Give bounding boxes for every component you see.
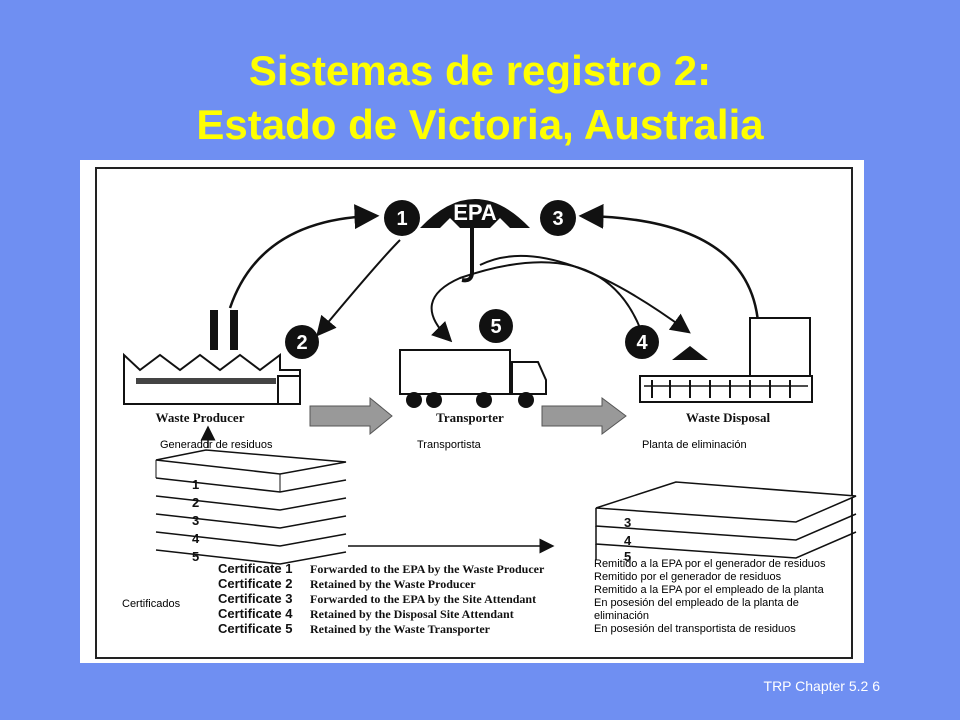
flow-arrow-producer-transporter	[309, 396, 393, 436]
stage-label-es-producer: Generador de residuos	[160, 439, 273, 451]
certificate-4-desc: Retained by the Disposal Site Attendant	[310, 607, 514, 621]
svg-text:2: 2	[192, 495, 199, 510]
diagram-frame	[95, 167, 853, 659]
stage-label-es-disposal: Planta de eliminación	[642, 439, 747, 451]
svg-text:4: 4	[192, 531, 200, 546]
certificate-descriptions: Forwarded to the EPA by the Waste Produc…	[310, 562, 545, 636]
certificate-5-desc: Retained by the Waste Transporter	[310, 622, 491, 636]
slide-title-line2: Estado de Victoria, Australia	[196, 101, 764, 148]
certificate-5-name: Certificate 5	[218, 621, 292, 636]
epa-logo-text: EPA	[453, 200, 497, 225]
slide-title-line1: Sistemas de registro 2:	[248, 47, 712, 94]
svg-text:1: 1	[192, 477, 199, 492]
translation-3: Remitido a la EPA por el empleado de la …	[594, 584, 824, 596]
step-2-badge: 2	[285, 325, 319, 359]
svg-text:4: 4	[624, 533, 632, 548]
translation-list: Remitido a la EPA por el generador de re…	[594, 558, 856, 636]
footer-text: TRP Chapter 5.2 6	[763, 678, 880, 694]
svg-text:5: 5	[192, 549, 199, 564]
certificate-4-name: Certificate 4	[218, 606, 293, 621]
stage-label-waste-producer: Waste Producer	[156, 410, 245, 425]
certificate-3-name: Certificate 3	[218, 591, 292, 606]
svg-text:1: 1	[396, 208, 407, 230]
factory-icon	[123, 310, 301, 405]
stage-label-waste-disposal: Waste Disposal	[686, 410, 771, 425]
step-5-badge: 5	[479, 309, 513, 343]
arrow-epa-to-disposal	[479, 254, 691, 334]
waste-tracking-diagram: EPA 1 3 2 5 4	[95, 167, 857, 659]
step-3-badge: 3	[540, 200, 576, 236]
translation-4: En posesión del empleado de la planta de…	[594, 597, 799, 622]
svg-text:3: 3	[552, 208, 563, 230]
epa-logo-icon: EPA	[420, 199, 530, 283]
truck-icon	[399, 349, 547, 408]
certificados-label: Certificados	[122, 598, 181, 610]
svg-text:3: 3	[192, 513, 199, 528]
flow-arrow-transporter-disposal	[541, 397, 627, 435]
step-1-badge: 1	[384, 200, 420, 236]
certificate-3-desc: Forwarded to the EPA by the Site Attenda…	[310, 592, 536, 606]
stage-label-es-transporter: Transportista	[417, 439, 481, 451]
certificate-list: Certificate 1 Certificate 2 Certificate …	[218, 561, 293, 636]
translation-2: Remitido por el generador de residuos	[594, 571, 782, 583]
certificate-2-name: Certificate 2	[218, 576, 292, 591]
svg-text:4: 4	[636, 332, 648, 354]
certificate-1-name: Certificate 1	[218, 561, 292, 576]
svg-text:5: 5	[490, 316, 501, 338]
certificate-2-desc: Retained by the Waste Producer	[310, 577, 476, 591]
left-certificate-stack: 1 2 3 4 5	[155, 449, 347, 565]
translation-5: En posesión del transportista de residuo…	[594, 623, 796, 635]
translation-1: Remitido a la EPA por el generador de re…	[594, 558, 826, 570]
right-certificate-stack: 3 4 5	[595, 481, 857, 564]
step-4-badge: 4	[625, 325, 659, 359]
svg-text:5: 5	[624, 549, 631, 564]
arrow-epa-to-producer	[316, 239, 401, 337]
diagram-panel: EPA 1 3 2 5 4	[80, 160, 864, 663]
certificate-1-desc: Forwarded to the EPA by the Waste Produc…	[310, 562, 545, 576]
svg-text:3: 3	[624, 515, 631, 530]
arrow-producer-to-epa	[228, 204, 380, 309]
stage-label-transporter: Transporter	[436, 410, 504, 425]
arrow-transporter-loop	[430, 261, 641, 343]
svg-text:2: 2	[296, 332, 307, 354]
disposal-site-icon	[639, 317, 813, 403]
